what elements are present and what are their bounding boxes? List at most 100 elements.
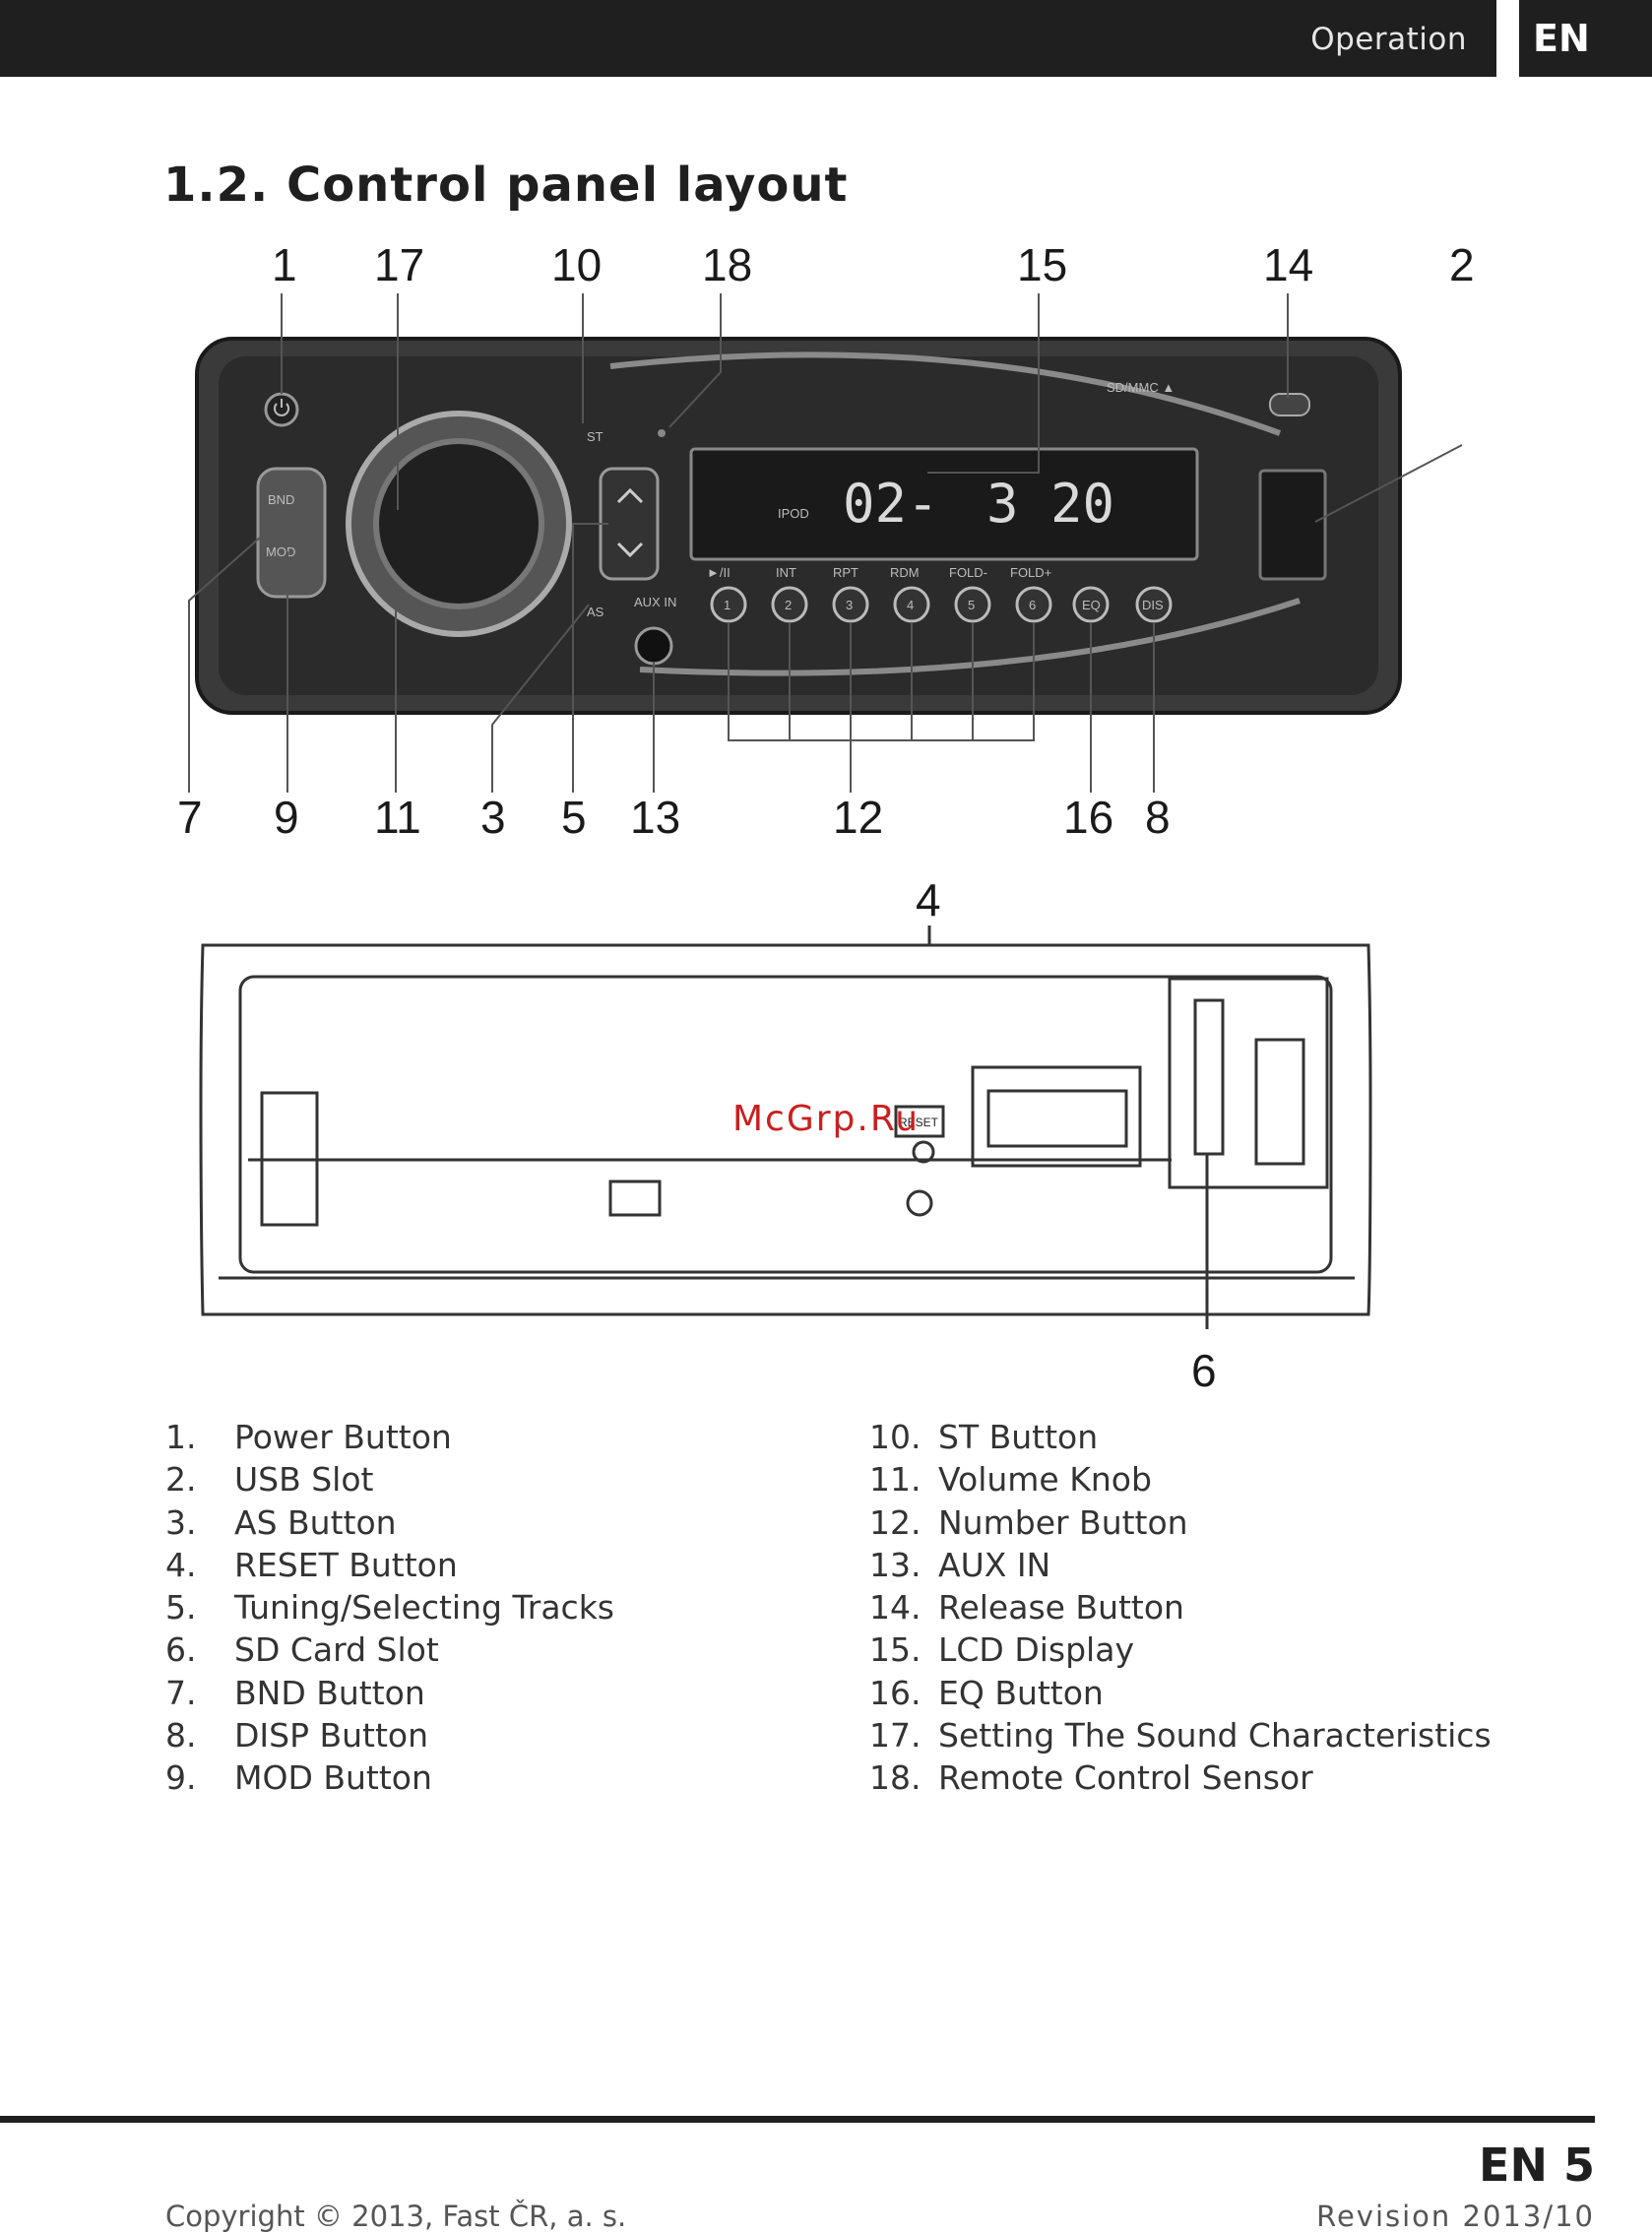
preset-label-4: 4 [907, 598, 914, 612]
preset-label-5: 5 [968, 598, 975, 612]
list-item: 1.Power Button [165, 1418, 452, 1456]
language-badge: EN [1519, 0, 1652, 77]
disp-button[interactable] [1135, 586, 1173, 623]
volume-knob[interactable] [373, 438, 544, 609]
callout-2: 2 [1449, 239, 1475, 290]
callout-15: 15 [1017, 239, 1067, 290]
func-label-play: ►/II [707, 565, 731, 580]
list-item: 7.BND Button [165, 1673, 425, 1712]
callout-18: 18 [702, 239, 752, 290]
callout-1: 1 [272, 239, 297, 290]
reset-button[interactable] [894, 1105, 945, 1138]
power-icon [274, 399, 289, 416]
list-item: 18.Remote Control Sensor [869, 1758, 1313, 1798]
front-leader-lines [188, 293, 1463, 793]
callout-14: 14 [1263, 239, 1313, 290]
aux-in-label: AUX IN [634, 595, 676, 609]
radio-front-panel: BND MOD ST AS SD/MMC ▲ IPOD 02- 3 20 AUX… [195, 337, 1402, 715]
control-panel-figure: 1 17 10 18 15 14 2 BND MOD ST AS SD/MMC … [177, 239, 1475, 1396]
language-label: EN [1533, 17, 1590, 60]
chassis-inner-frame [238, 975, 1333, 1274]
list-item: 5.Tuning/Selecting Tracks [165, 1588, 614, 1628]
func-label-fold-plus: FOLD+ [1010, 565, 1051, 580]
panel-swoosh-top [609, 351, 1282, 436]
remote-sensor [658, 429, 666, 437]
preset-label-3: 3 [846, 598, 853, 612]
eq-button[interactable] [1072, 586, 1110, 623]
list-item: 2.USB Slot [165, 1460, 374, 1500]
callout-8: 8 [1145, 792, 1171, 843]
list-item: 10.ST Button [869, 1418, 1099, 1456]
section-title: 1.2. Control panel layout [163, 158, 849, 213]
preset-button-5[interactable] [954, 586, 991, 623]
func-label-rpt: RPT [833, 565, 858, 580]
callout-12: 12 [833, 792, 883, 843]
watermark: McGrp.Ru [732, 1099, 920, 1139]
preset-button-6[interactable] [1015, 586, 1052, 623]
preset-button-3[interactable] [832, 586, 869, 623]
preset-label-1: 1 [724, 598, 731, 612]
release-button[interactable] [1269, 393, 1310, 416]
chassis-outline [199, 943, 1372, 1316]
revision-text: Revision 2013/10 [1316, 2200, 1595, 2233]
callout-17: 17 [374, 239, 424, 290]
list-item: 15.LCD Display [869, 1630, 1134, 1670]
callout-3: 3 [480, 792, 506, 843]
header-bar: Operation [0, 0, 1496, 77]
power-button[interactable] [264, 392, 299, 427]
callout-6: 6 [1191, 1345, 1217, 1396]
list-item: 3.AS Button [165, 1502, 397, 1542]
preset-button-2[interactable] [771, 586, 808, 623]
footer-rule [0, 2116, 1595, 2123]
callout-11: 11 [374, 792, 421, 843]
sd-mmc-label: SD/MMC ▲ [1107, 380, 1175, 395]
header-section-label: Operation [1310, 22, 1467, 57]
tuning-down-icon [616, 542, 644, 558]
aux-in-jack[interactable] [634, 626, 673, 666]
bottom-callouts: 7 9 11 3 5 13 12 16 8 [177, 792, 1171, 843]
usb-port-housing [971, 1065, 1142, 1168]
usb-port-inner [986, 1089, 1128, 1148]
mod-label: MOD [266, 544, 295, 559]
lcd-right-readout: 3 20 [986, 473, 1114, 535]
bnd-mod-rocker[interactable] [256, 467, 327, 599]
list-item: 4.RESET Button [165, 1545, 458, 1584]
sd-card-slot[interactable] [1193, 998, 1225, 1156]
eq-label: EQ [1082, 598, 1101, 612]
lcd-display [689, 447, 1199, 561]
preset-label-2: 2 [785, 598, 792, 612]
chassis-drawing: 4 RESET 6 [199, 874, 1372, 1396]
func-label-fold-minus: FOLD- [949, 565, 987, 580]
tuning-rocker[interactable] [599, 467, 660, 581]
func-label-rdm: RDM [890, 565, 920, 580]
lcd-left-readout: 02- [843, 473, 939, 535]
callout-7: 7 [177, 792, 203, 843]
usb-slot[interactable] [1258, 469, 1327, 581]
chassis-screw [906, 1189, 933, 1217]
callout-16: 16 [1063, 792, 1113, 843]
list-item: 12.Number Button [869, 1502, 1188, 1542]
preset-button-1[interactable] [710, 586, 747, 623]
preset-button-4[interactable] [893, 586, 930, 623]
center-latch [608, 1180, 662, 1217]
side-bracket [1254, 1038, 1305, 1166]
callout-5: 5 [561, 792, 587, 843]
legend-left-column: 1.Power Button 2.USB Slot 3.AS Button 4.… [165, 1418, 614, 1802]
callout-13: 13 [630, 792, 680, 843]
as-label: AS [587, 605, 604, 619]
st-label: ST [587, 429, 604, 444]
list-item: 9.MOD Button [165, 1758, 432, 1798]
reset-indicator [912, 1140, 935, 1164]
left-connector [260, 1091, 319, 1227]
preset-label-6: 6 [1029, 598, 1036, 612]
tuning-up-icon [616, 487, 644, 504]
copyright-text: Copyright © 2013, Fast ČR, a. s. [165, 2200, 627, 2233]
callout-4: 4 [916, 874, 941, 926]
callout-10: 10 [551, 239, 602, 290]
list-item: 17.Setting The Sound Characteristics [869, 1716, 1492, 1755]
bnd-label: BND [268, 492, 294, 507]
list-item: 8.DISP Button [165, 1716, 429, 1755]
callout-9: 9 [274, 792, 299, 843]
top-callouts: 1 17 10 18 15 14 2 [272, 239, 1475, 290]
sd-card-area [1168, 977, 1329, 1189]
